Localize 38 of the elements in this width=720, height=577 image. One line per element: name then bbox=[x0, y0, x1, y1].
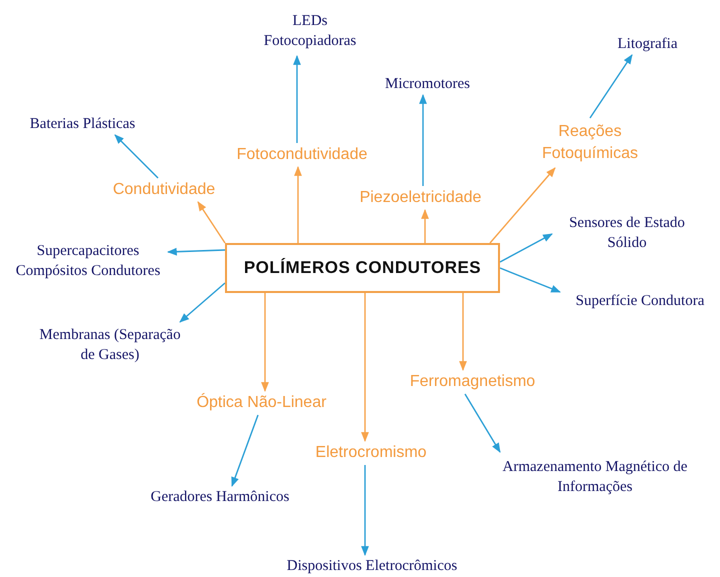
application-label: Geradores Harmônicos bbox=[150, 488, 290, 507]
property-label: Reações Fotoquímicas bbox=[540, 122, 640, 164]
property-label: Ferromagnetismo bbox=[410, 372, 536, 392]
central-box bbox=[225, 243, 500, 293]
property-label: Condutividade bbox=[112, 180, 216, 200]
central-label: POLÍMEROS CONDUTORES bbox=[244, 256, 482, 279]
arrow bbox=[464, 394, 501, 453]
arrow bbox=[179, 282, 226, 323]
property-label: Fotocondutividade bbox=[236, 145, 368, 166]
arrow bbox=[419, 94, 427, 186]
arrow bbox=[167, 248, 226, 256]
arrow bbox=[459, 293, 467, 371]
arrow bbox=[114, 134, 158, 178]
arrow bbox=[421, 209, 429, 243]
arrow bbox=[293, 55, 301, 143]
property-label: Eletrocromismo bbox=[315, 443, 427, 464]
application-label: Litografia bbox=[618, 34, 678, 54]
application-label: Dispositivos Eletrocrômicos bbox=[286, 556, 458, 576]
arrow bbox=[500, 267, 561, 293]
application-label: Sensores de Estado Sólido bbox=[568, 214, 686, 253]
arrow bbox=[231, 414, 259, 487]
arrow bbox=[500, 233, 553, 263]
arrow bbox=[361, 465, 369, 556]
application-label: Baterias Plásticas bbox=[30, 114, 136, 134]
application-label: Membranas (Separação de Gases) bbox=[38, 326, 182, 365]
application-label: LEDs Fotocopiadoras bbox=[262, 12, 358, 51]
arrow bbox=[197, 201, 226, 244]
arrow bbox=[261, 293, 269, 392]
application-label: Supercapacitores Compósitos Condutores bbox=[14, 242, 162, 281]
arrow bbox=[489, 167, 556, 244]
application-label: Micromotores bbox=[385, 74, 470, 94]
property-label: Óptica Não-Linear bbox=[196, 392, 326, 414]
application-label: Superfície Condutora bbox=[576, 292, 704, 311]
arrow bbox=[589, 54, 633, 118]
property-label: Piezoeletricidade bbox=[360, 188, 482, 208]
application-label: Armazenamento Magnético de Informações bbox=[502, 458, 688, 497]
arrow bbox=[294, 166, 302, 243]
arrow bbox=[361, 293, 369, 442]
